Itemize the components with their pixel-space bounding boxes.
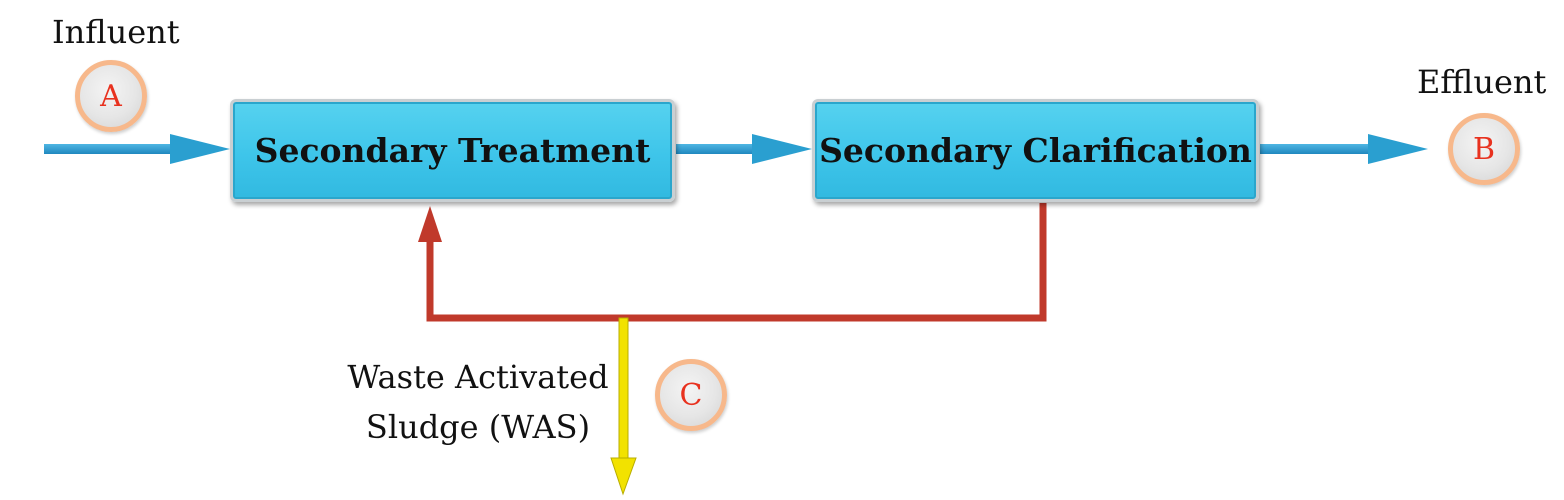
badge-c: C xyxy=(655,359,727,431)
treatment-to-clarification-arrow xyxy=(676,134,812,164)
badge-b-letter: B xyxy=(1472,131,1496,167)
badge-a-letter: A xyxy=(100,78,122,114)
waste-activated-sludge-label: Waste Activated Sludge (WAS) xyxy=(338,352,618,452)
secondary-treatment-label: Secondary Treatment xyxy=(254,131,651,170)
secondary-clarification-label: Secondary Clarification xyxy=(819,131,1252,170)
was-label-line1: Waste Activated xyxy=(347,358,609,396)
badge-b: B xyxy=(1448,113,1520,185)
waste-sludge-arrow xyxy=(610,317,637,496)
return-sludge-line xyxy=(418,203,1047,322)
badge-c-letter: C xyxy=(679,377,703,413)
effluent-label: Effluent xyxy=(1417,63,1547,101)
was-label-line2: Sludge (WAS) xyxy=(365,408,591,446)
secondary-clarification-box: Secondary Clarification xyxy=(812,99,1259,202)
secondary-treatment-box: Secondary Treatment xyxy=(230,99,675,202)
badge-a: A xyxy=(75,60,147,132)
effluent-arrow xyxy=(1260,134,1428,164)
influent-label: Influent xyxy=(52,13,180,51)
influent-arrow xyxy=(44,134,230,164)
